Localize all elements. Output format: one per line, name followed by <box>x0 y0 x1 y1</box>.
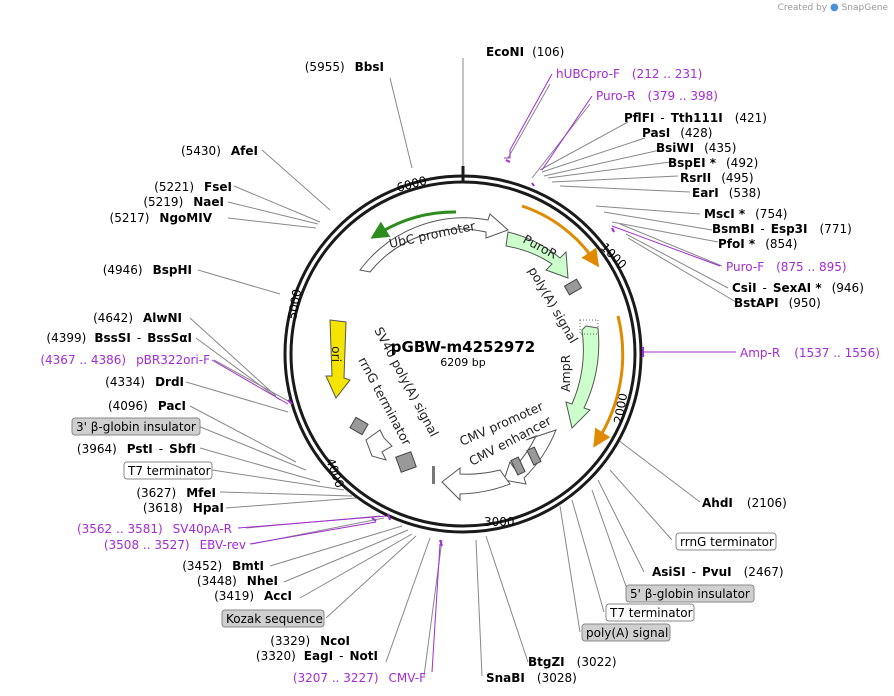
tick-5000: 5000 <box>285 288 304 321</box>
box-t7-terminator-right[interactable]: T7 terminator <box>605 603 695 622</box>
label-leader-lines <box>185 58 737 677</box>
enzyme-msci[interactable]: MscI *(754) <box>704 207 787 221</box>
box-polya-signal[interactable]: poly(A) signal <box>581 623 671 642</box>
enzyme-ncoi[interactable]: (3329)NcoI <box>270 634 350 648</box>
enzyme-hpai[interactable]: (3618)HpaI <box>143 501 224 515</box>
orange-arrow-top <box>521 204 600 268</box>
enzyme-bsphi[interactable]: (4946)BspHI <box>103 263 192 277</box>
watermark-brand: SnapGene <box>841 3 888 13</box>
box-5-globin-insulator[interactable]: 5' β-globin insulator <box>625 584 755 603</box>
primer-leader-lines <box>211 73 736 673</box>
enzyme-ahdi[interactable]: AhdI(2106) <box>702 496 787 510</box>
label-polya-top: poly(A) signal <box>525 264 581 346</box>
svg-text:poly(A) signal: poly(A) signal <box>586 626 668 640</box>
enzyme-psti[interactable]: (3964)PstI-SbfI <box>77 442 196 456</box>
cmv-marker-a <box>510 456 526 476</box>
rrng-marker <box>349 416 369 436</box>
ampr-arrow <box>565 325 600 429</box>
primer-amp-r[interactable]: Amp-R(1537 .. 1556) <box>740 346 880 360</box>
enzyme-pasi[interactable]: PasI(428) <box>642 126 712 140</box>
enzyme-acci[interactable]: (3419)AccI <box>214 589 292 603</box>
cmv-promoter-arrow <box>441 466 511 502</box>
enzyme-bspei[interactable]: BspEI *(492) <box>668 156 758 170</box>
label-ori: ori <box>329 346 344 362</box>
enzyme-bsssi[interactable]: (4399)BssSI-BssSαI <box>46 331 192 345</box>
watermark-created-by: Created by <box>777 3 828 13</box>
snapgene-watermark: Created by ● SnapGene <box>778 2 888 13</box>
plasmid-name: pGBW-m4252972 <box>391 338 535 356</box>
ampr-dots-box <box>579 319 599 335</box>
orange-arrow-right <box>593 315 625 448</box>
boxed-feature-labels: 3' β-globin insulator T7 terminator Koza… <box>71 417 777 642</box>
box-kozak-sequence[interactable]: Kozak sequence <box>221 609 325 628</box>
enzyme-bstapi[interactable]: BstAPI(950) <box>734 296 821 310</box>
enzyme-ngomiv[interactable]: (5217)NgoMIV <box>110 211 213 225</box>
ubc-green-arrow <box>370 210 457 239</box>
plasmid-length: 6209 bp <box>440 356 485 369</box>
sv40-small-arrow <box>365 429 393 461</box>
box-rrng-terminator-right[interactable]: rrnG terminator <box>675 532 777 551</box>
enzyme-rsrii[interactable]: RsrII(495) <box>680 171 754 185</box>
enzyme-bbsi[interactable]: (5955)BbsI <box>305 60 384 74</box>
enzyme-asisi[interactable]: AsiSI-PvuI(2467) <box>652 565 784 579</box>
ubc-promoter-arrow <box>359 213 509 273</box>
primer-pbr322ori-f[interactable]: (4367 .. 4386)pBR322ori-F <box>40 353 210 367</box>
primer-sv40pa-r[interactable]: (3562 .. 3581)SV40pA-R <box>77 522 232 536</box>
box-3-globin-insulator[interactable]: 3' β-globin insulator <box>71 417 201 436</box>
svg-text:rrnG terminator: rrnG terminator <box>680 535 774 549</box>
enzyme-naei[interactable]: (5219)NaeI <box>143 195 224 209</box>
svg-text:5' β-globin insulator: 5' β-globin insulator <box>630 587 750 601</box>
primer-cmv-f[interactable]: (3207 .. 3227)CMV-F <box>293 671 426 685</box>
enzyme-alwni[interactable]: (4642)AlwNI <box>93 311 182 325</box>
enzyme-btgzi[interactable]: BtgZI(3022) <box>528 655 617 669</box>
tick-4000: 4000 <box>323 456 347 489</box>
enzyme-paci[interactable]: (4096)PacI <box>108 399 186 413</box>
enzyme-bsmbi[interactable]: BsmBI-Esp3I(771) <box>712 222 852 236</box>
enzyme-econi[interactable]: EcoNI(106) <box>486 45 564 59</box>
enzyme-labels: EcoNI(106) PflFI-Tth111I(421) PasI(428) … <box>46 45 863 685</box>
svg-text:Kozak sequence: Kozak sequence <box>226 612 323 626</box>
polya-signal-block-top <box>563 278 583 296</box>
primer-hubcpro-f[interactable]: hUBCpro-F(212 .. 231) <box>556 67 702 81</box>
svg-text:3' β-globin insulator: 3' β-globin insulator <box>76 420 196 434</box>
enzyme-pflfi[interactable]: PflFI-Tth111I(421) <box>624 111 767 125</box>
enzyme-eari[interactable]: EarI(538) <box>692 186 761 200</box>
box-t7-terminator-left[interactable]: T7 terminator <box>123 461 213 480</box>
enzyme-bsiwi[interactable]: BsiWI(435) <box>656 141 736 155</box>
enzyme-snabi[interactable]: SnaBI(3028) <box>486 671 577 685</box>
enzyme-csii[interactable]: CsiI-SexAI *(946) <box>732 281 864 295</box>
ori-arrow <box>325 319 351 399</box>
enzyme-nhei[interactable]: (3448)NheI <box>197 574 278 588</box>
enzyme-afei[interactable]: (5430)AfeI <box>181 144 258 158</box>
enzyme-mfei[interactable]: (3627)MfeI <box>136 486 216 500</box>
tick-3000: 3000 <box>484 515 515 529</box>
small-marker-near-cmv <box>432 466 435 484</box>
label-ampr: AmpR <box>558 354 573 392</box>
snapgene-logo-icon: ● <box>829 2 839 13</box>
enzyme-eagi[interactable]: (3320)EagI-NotI <box>256 649 378 663</box>
tick-6000: 6000 <box>395 173 428 194</box>
enzyme-pfoi[interactable]: PfoI *(854) <box>718 237 797 251</box>
enzyme-bmti[interactable]: (3452)BmtI <box>182 559 264 573</box>
inner-features <box>325 204 625 502</box>
enzyme-fsei[interactable]: (5221)FseI <box>154 180 232 194</box>
svg-text:T7 terminator: T7 terminator <box>127 464 211 478</box>
enzyme-drdi[interactable]: (4334)DrdI <box>105 375 184 389</box>
primer-ebv-rev[interactable]: (3508 .. 3527)EBV-rev <box>104 538 246 552</box>
sv40-marker <box>395 451 417 473</box>
primer-labels: hUBCpro-F(212 .. 231) Puro-R(379 .. 398)… <box>40 67 880 685</box>
cmv-marker-b <box>526 446 542 466</box>
primer-puro-f[interactable]: Puro-F(875 .. 895) <box>726 260 847 274</box>
primer-marks <box>287 159 644 547</box>
primer-puro-r[interactable]: Puro-R(379 .. 398) <box>596 89 718 103</box>
puror-arrow <box>505 231 569 279</box>
svg-text:T7 terminator: T7 terminator <box>609 606 693 620</box>
